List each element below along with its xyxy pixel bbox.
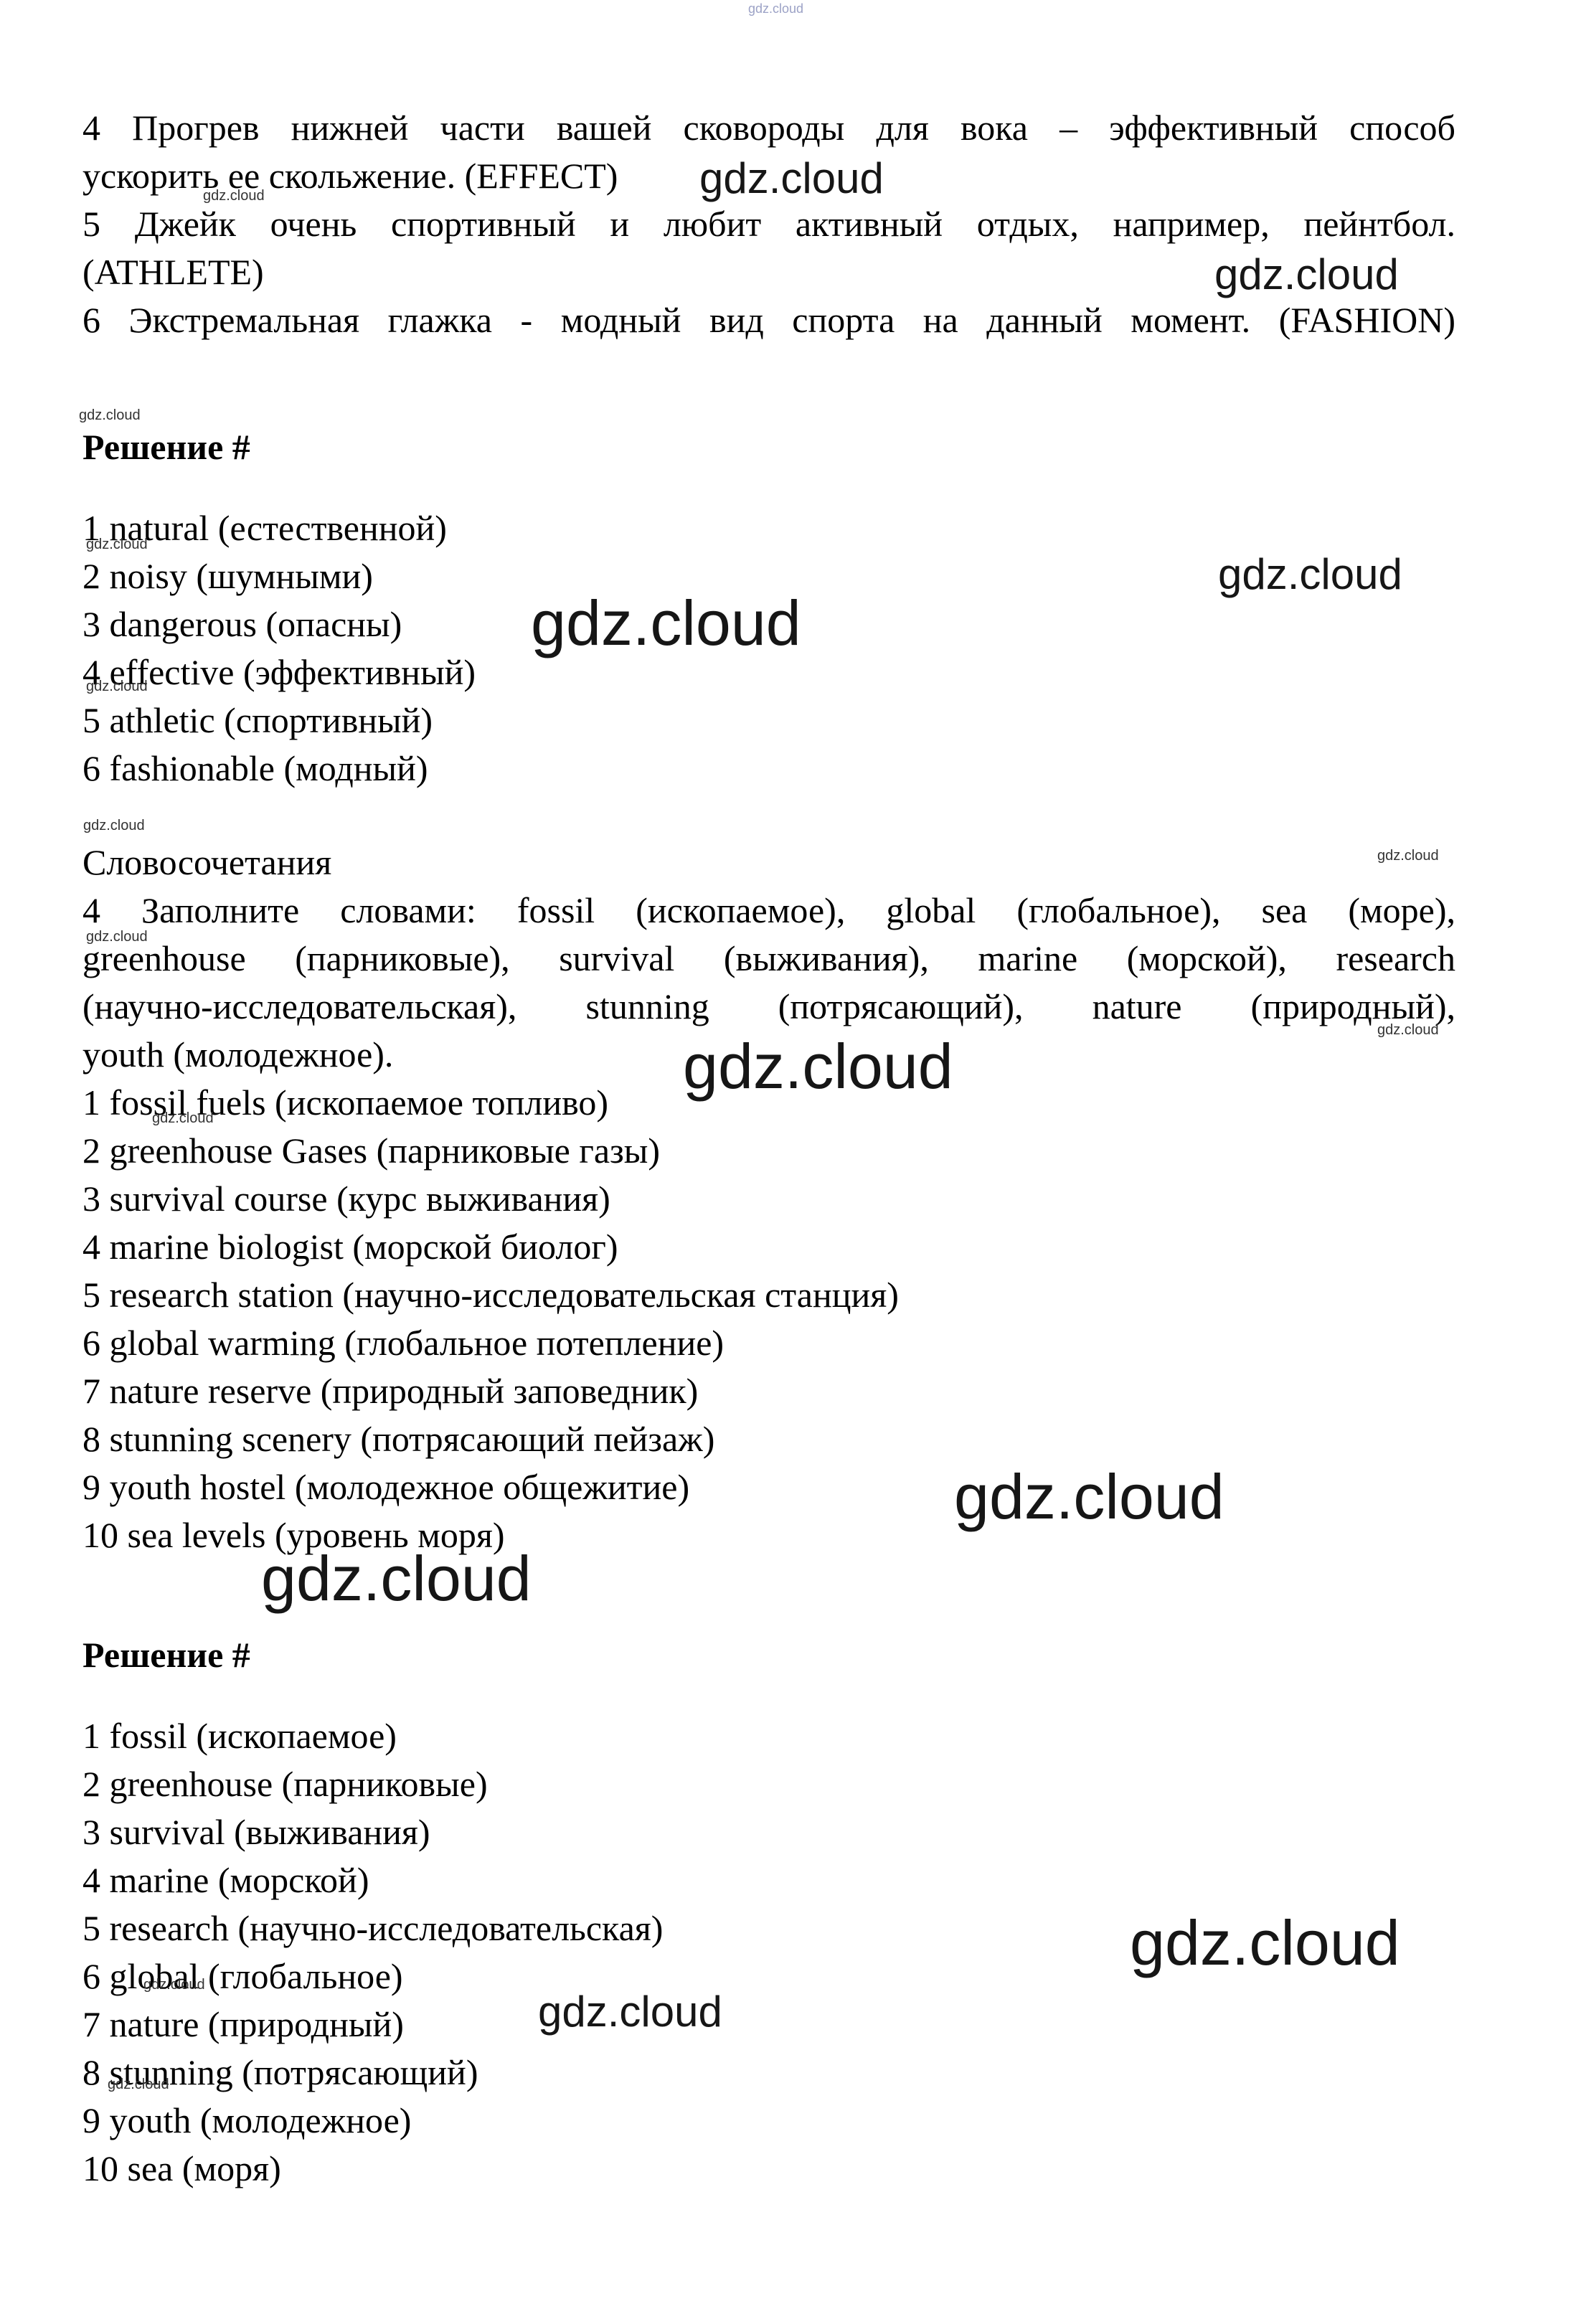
solution-2-list: 1 fossil (ископаемое) 2 greenhouse (парн… (82, 1712, 1455, 2193)
answer-item: 1 fossil (ископаемое) (82, 1716, 397, 1756)
collocations-list: 1 fossil fuels (ископаемое топливо) 2 gr… (82, 1079, 1455, 1559)
answer-item: 6 fashionable (модный) (82, 748, 428, 788)
task-line: 5 Джейк очень спортивный и любит активны… (82, 204, 1455, 244)
collocation-item: 7 nature reserve (природный заповедник) (82, 1371, 699, 1411)
answer-item: 10 sea (моря) (82, 2148, 281, 2188)
answer-item: 3 dangerous (опасны) (82, 604, 402, 644)
task-line: 6 Экстремальная глажка - модный вид спор… (82, 300, 1455, 340)
answer-item: 3 survival (выживания) (82, 1812, 430, 1852)
task-line: (ATHLETE) (82, 252, 264, 292)
answer-item: 4 effective (эффективный) (82, 652, 476, 692)
solution-1-list: 1 natural (естественной) 2 noisy (шумным… (82, 504, 1455, 793)
task-line: youth (молодежное). (82, 1034, 394, 1074)
answer-item: 1 natural (естественной) (82, 508, 447, 548)
answer-item: 2 greenhouse (парниковые) (82, 1764, 488, 1804)
collocation-item: 9 youth hostel (молодежное общежитие) (82, 1467, 690, 1507)
collocations-task: 4 Заполните словами: fossil (ископаемое)… (82, 887, 1455, 1079)
solution-2-heading: Решение # (82, 1635, 250, 1675)
collocation-item: 2 greenhouse Gases (парниковые газы) (82, 1130, 661, 1171)
collocation-item: 3 survival course (курс выживания) (82, 1178, 610, 1219)
answer-item: 5 athletic (спортивный) (82, 700, 433, 740)
task-line: ускорить ее скольжение. (EFFECT) (82, 156, 618, 196)
task-section: 4 Прогрев нижней части вашей сковороды д… (82, 104, 1455, 344)
task-line: greenhouse (парниковые), survival (выжив… (82, 938, 1455, 978)
answer-item: 2 noisy (шумными) (82, 556, 373, 596)
answer-item: 7 nature (природный) (82, 2004, 404, 2044)
answer-item: 9 youth (молодежное) (82, 2100, 412, 2140)
gdz-cloud-watermark: gdz.cloud (748, 1, 804, 16)
collocation-item: 8 stunning scenery (потрясающий пейзаж) (82, 1419, 715, 1459)
answer-item: 5 research (научно-исследовательская) (82, 1908, 664, 1948)
solution-1-heading: Решение # (82, 427, 250, 467)
answer-item: 6 global (глобальное) (82, 1956, 403, 1996)
task-line: (научно-исследовательская), stunning (по… (82, 986, 1455, 1026)
collocation-item: 10 sea levels (уровень моря) (82, 1515, 505, 1555)
collocation-item: 4 marine biologist (морской биолог) (82, 1227, 618, 1267)
answer-item: 4 marine (морской) (82, 1860, 369, 1900)
collocations-heading: Словосочетания (82, 842, 332, 882)
collocation-item: 1 fossil fuels (ископаемое топливо) (82, 1082, 609, 1123)
document-content: 4 Прогрев нижней части вашей сковороды д… (82, 104, 1455, 2193)
task-line: 4 Прогрев нижней части вашей сковороды д… (82, 108, 1455, 148)
answer-item: 8 stunning (потрясающий) (82, 2052, 478, 2092)
collocation-item: 5 research station (научно-исследователь… (82, 1275, 899, 1315)
task-line: 4 Заполните словами: fossil (ископаемое)… (82, 890, 1455, 930)
collocation-item: 6 global warming (глобальное потепление) (82, 1323, 725, 1363)
